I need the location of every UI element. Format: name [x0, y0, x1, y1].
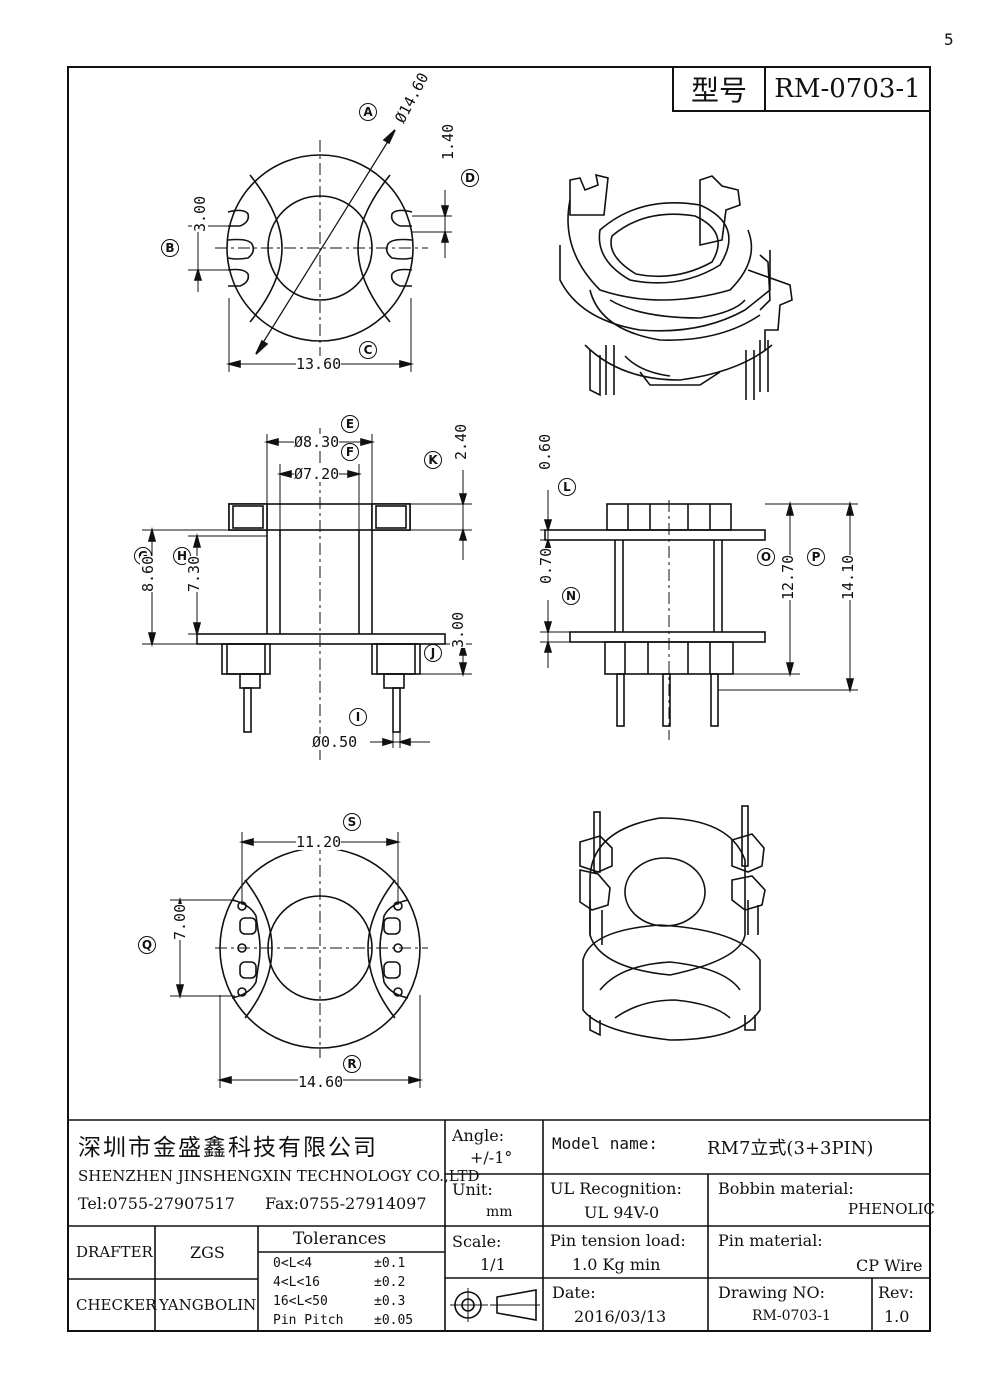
isometric-view-top: [559, 173, 793, 400]
model-value: RM-0703-1: [774, 74, 921, 104]
checker-name: YANGBOLIN: [159, 1296, 257, 1314]
page-number: 5: [944, 30, 954, 49]
dimension-value-n: 0.70: [537, 547, 555, 584]
unit-label: Unit:: [452, 1180, 493, 1199]
date-label: Date:: [552, 1283, 596, 1302]
checker-label: CHECKER: [76, 1296, 157, 1314]
scale-value: 1/1: [480, 1255, 506, 1274]
dimension-callout-o: O: [757, 548, 775, 566]
dimension-callout-c: C: [359, 341, 377, 359]
dimension-value-s: 11.20: [296, 833, 342, 851]
dimension-value-c: 13.60: [296, 355, 342, 373]
tolerance-value: ±0.3: [374, 1294, 406, 1309]
dimension-callout-d: D: [461, 169, 479, 187]
model-name-label: Model name:: [552, 1134, 658, 1153]
dimension-value-h: 7.30: [185, 555, 203, 592]
dimension-callout-r: R: [343, 1055, 361, 1073]
tolerance-value: ±0.2: [374, 1275, 406, 1290]
company-name-en: SHENZHEN JINSHENGXIN TECHNOLOGY CO.,LTD: [78, 1167, 480, 1185]
dimension-value-d: 1.40: [439, 123, 457, 160]
dimension-value-i: Ø0.50: [312, 733, 358, 751]
model-number-box: 型号 RM-0703-1: [672, 66, 931, 112]
dimension-callout-b: B: [161, 239, 179, 257]
date-value: 2016/03/13: [574, 1307, 667, 1326]
dimension-value-j: 3.00: [449, 611, 467, 648]
tolerance-range: 4<L<16: [273, 1275, 320, 1290]
tolerance-range: 16<L<50: [273, 1294, 328, 1309]
tolerance-value: ±0.05: [374, 1313, 414, 1328]
pin-tension-label: Pin tension load:: [550, 1231, 686, 1250]
title-block-grid: [67, 1119, 931, 1332]
dimension-callout-q: Q: [138, 936, 156, 954]
bobbin-material-value: PHENOLIC: [848, 1200, 935, 1218]
dimension-callout-n: N: [562, 587, 580, 605]
drawing-no-label: Drawing NO:: [718, 1283, 825, 1302]
dimension-value-q: 7.00: [171, 903, 189, 940]
company-tel: Tel:0755-27907517: [78, 1194, 235, 1213]
dimension-value-k: 2.40: [452, 423, 470, 460]
tolerance-range: Pin Pitch: [273, 1313, 344, 1328]
isometric-view-bottom: [579, 805, 766, 1041]
model-label: 型号: [674, 68, 766, 110]
scale-label: Scale:: [452, 1232, 502, 1251]
dimension-value-o: 12.70: [779, 554, 797, 600]
dimension-value-p: 14.10: [839, 554, 857, 600]
angle-label: Angle:: [452, 1126, 505, 1145]
model-name-value: RM7立式(3+3PIN): [707, 1138, 874, 1159]
angle-value: +/-1°: [470, 1148, 513, 1167]
ul-value: UL 94V-0: [584, 1203, 660, 1222]
bottom-view: [170, 832, 428, 1088]
dimension-callout-f: F: [341, 443, 359, 461]
tolerance-range: 0<L<4: [273, 1256, 313, 1271]
tolerance-value: ±0.1: [374, 1256, 406, 1271]
bobbin-material-label: Bobbin material:: [718, 1179, 854, 1198]
dimension-callout-l: L: [558, 478, 576, 496]
dimension-callout-s: S: [343, 813, 361, 831]
dimension-callout-i: I: [349, 708, 367, 726]
pin-material-value: CP Wire: [856, 1256, 923, 1275]
drafter-label: DRAFTER: [76, 1243, 153, 1261]
tolerances-label: Tolerances: [293, 1229, 387, 1249]
side-view: [540, 490, 858, 740]
company-fax: Fax:0755-27914097: [265, 1194, 427, 1213]
drafter-name: ZGS: [190, 1243, 225, 1262]
dimension-callout-k: K: [424, 451, 442, 469]
pin-material-label: Pin material:: [718, 1231, 823, 1250]
dimension-value-b: 3.00: [191, 195, 209, 232]
company-name-cn: 深圳市金盛鑫科技有限公司: [78, 1135, 378, 1161]
dimension-value-r: 14.60: [298, 1073, 344, 1091]
dimension-value-e: Ø8.30: [294, 433, 340, 451]
drawing-sheet-border: [67, 66, 931, 1332]
dimension-callout-j: J: [424, 644, 442, 662]
dimension-value-g: 8.60: [139, 555, 157, 592]
unit-value: mm: [486, 1204, 513, 1220]
ul-label: UL Recognition:: [550, 1179, 682, 1198]
dimension-value-f: Ø7.20: [294, 465, 340, 483]
rev-value: 1.0: [884, 1307, 910, 1326]
rev-label: Rev:: [878, 1283, 914, 1302]
pin-tension-value: 1.0 Kg min: [572, 1255, 661, 1274]
top-view: [188, 129, 452, 372]
dimension-callout-e: E: [341, 415, 359, 433]
dimension-callout-p: P: [807, 548, 825, 566]
drawing-no-value: RM-0703-1: [752, 1308, 831, 1324]
dimension-callout-a: A: [359, 103, 377, 121]
dimension-value-l: 0.60: [536, 433, 554, 470]
